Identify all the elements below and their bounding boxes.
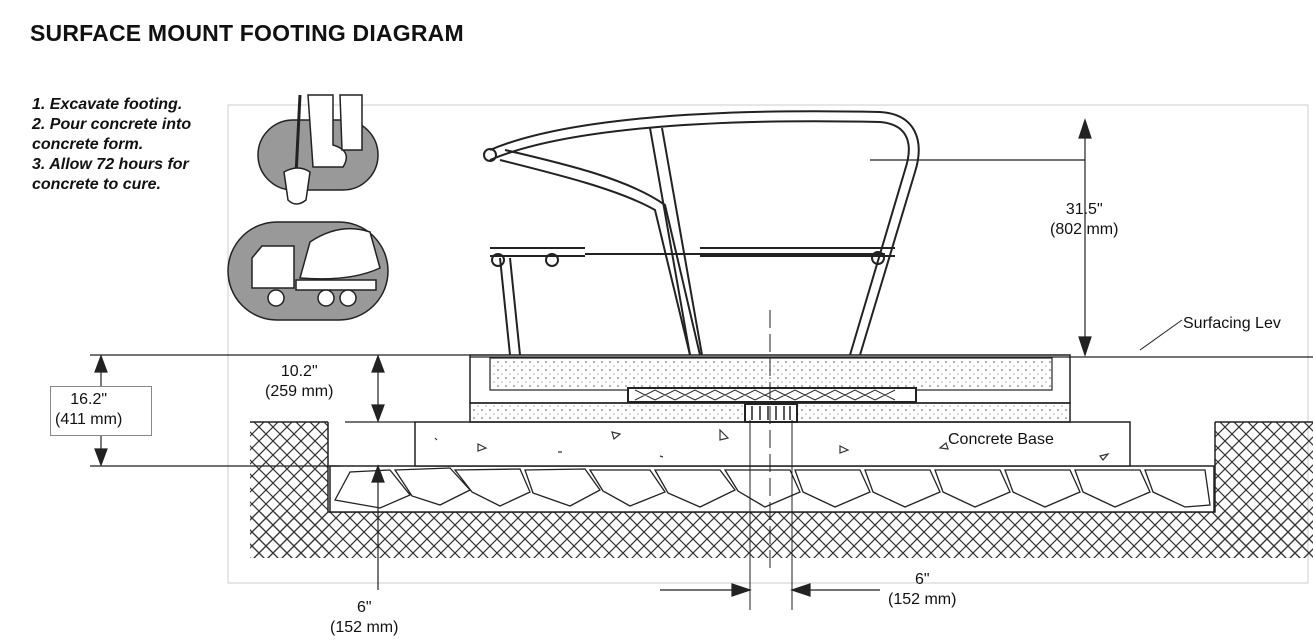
- total-depth-metric: (411 mm): [55, 411, 123, 428]
- concrete-base-label: Concrete Base: [948, 431, 1054, 448]
- shovel-icon: [257, 94, 379, 205]
- upper-depth-label: 10.2" (259 mm): [265, 362, 333, 402]
- dimension-16-2: [90, 354, 360, 467]
- frame-outline: [227, 104, 1309, 584]
- base-depth-metric: (152 mm): [330, 619, 399, 636]
- dimension-10-2: [345, 354, 470, 423]
- page-title: SURFACE MOUNT FOOTING DIAGRAM: [30, 20, 464, 46]
- post-width-imperial: 6": [914, 571, 930, 588]
- ground-bottom: [250, 512, 1313, 558]
- base-depth-imperial: 6": [356, 599, 372, 616]
- step-line: 2. Pour concrete into: [32, 116, 192, 133]
- base-depth-label: 6" (152 mm): [330, 598, 398, 638]
- step-line: 1. Excavate footing.: [32, 96, 183, 113]
- step-line: concrete to cure.: [32, 176, 161, 193]
- total-depth-imperial: 16.2": [70, 391, 108, 408]
- play-structure: [483, 110, 920, 356]
- dimension-6-width: [660, 583, 880, 597]
- post-width-label: 6" (152 mm): [888, 570, 956, 610]
- dimension-box: [50, 386, 152, 436]
- height-imperial: 31.5": [1065, 201, 1103, 218]
- height-label: 31.5" (802 mm): [1050, 200, 1118, 240]
- gravel-layer: [329, 465, 1215, 513]
- surfacing-level-label: Surfacing Lev: [1183, 315, 1281, 332]
- height-metric: (802 mm): [1050, 221, 1119, 238]
- step-line: 3. Allow 72 hours for: [32, 156, 189, 173]
- step-line: concrete form.: [32, 136, 144, 153]
- concrete-truck-icon: [227, 221, 389, 321]
- total-depth-label: 16.2" (411 mm): [55, 390, 122, 430]
- instructions: 1. Excavate footing. 2. Pour concrete in…: [32, 95, 191, 195]
- upper-depth-imperial: 10.2": [280, 363, 318, 380]
- post-width-metric: (152 mm): [888, 591, 957, 608]
- upper-depth-metric: (259 mm): [265, 383, 334, 400]
- dimension-6-depth: [371, 464, 385, 590]
- dimension-31-5: [870, 118, 1092, 357]
